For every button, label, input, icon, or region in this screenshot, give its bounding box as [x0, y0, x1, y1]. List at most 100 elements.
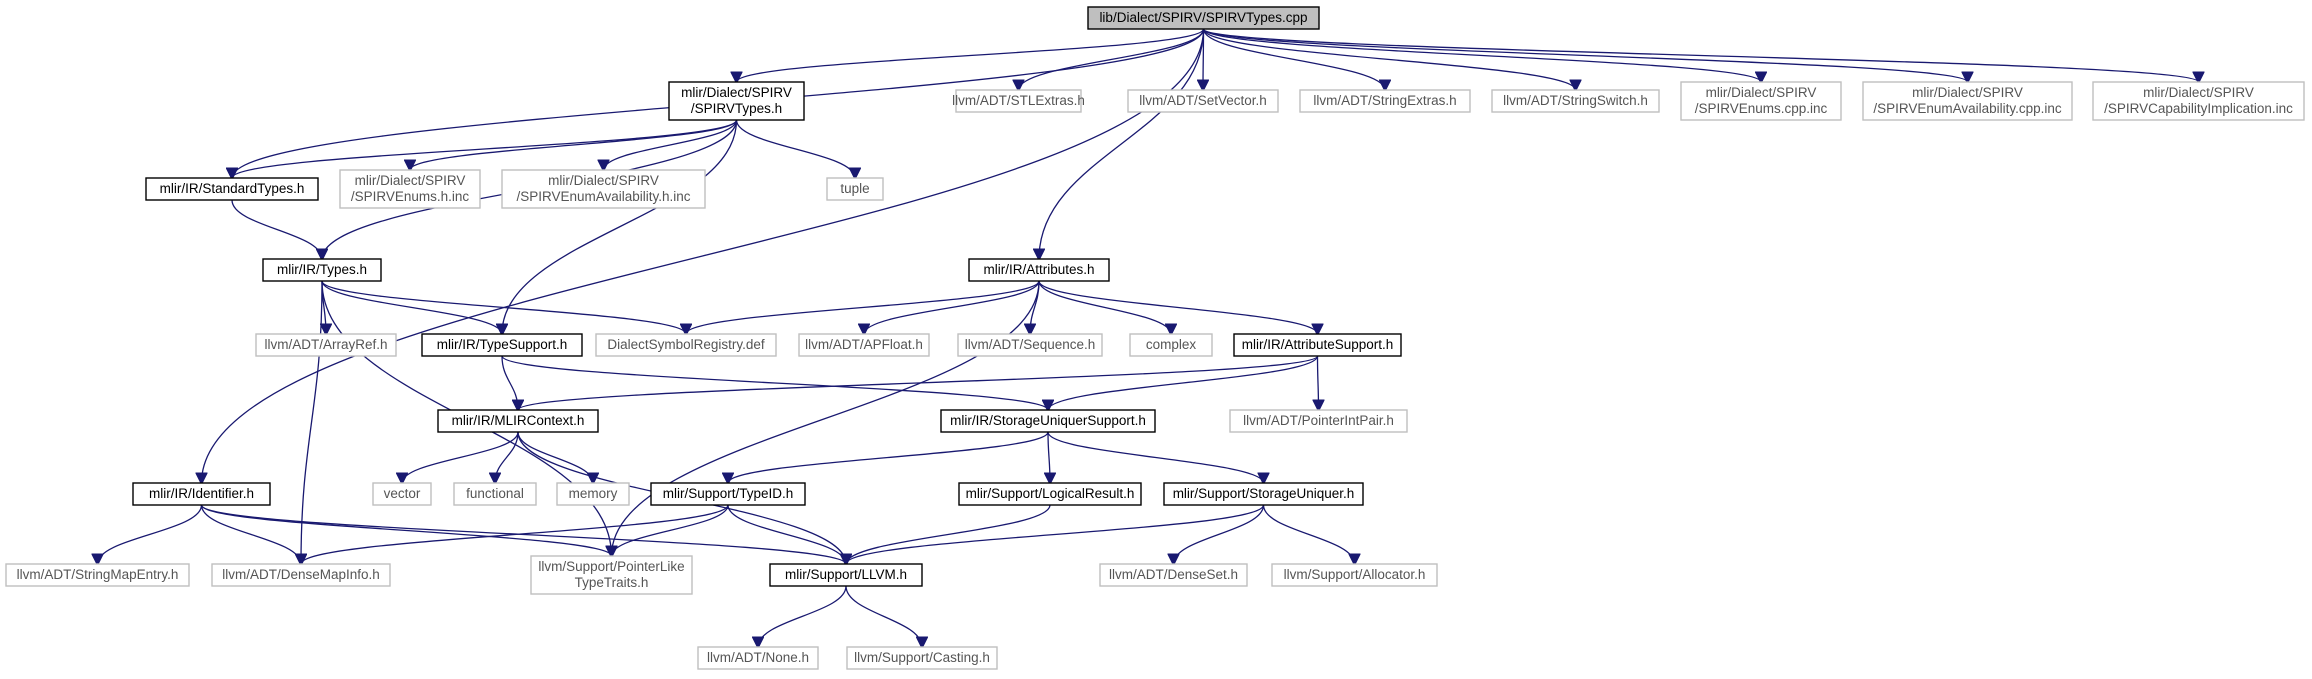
node-box: [1229, 409, 1408, 433]
node-arrayref[interactable]: llvm/ADT/ArrayRef.h: [255, 333, 397, 357]
node-enums-h-inc[interactable]: mlir/Dialect/SPIRV/SPIRVEnums.h.inc: [339, 169, 481, 209]
edge-root-to-stlextras: [1019, 28, 1205, 90]
node-label: mlir/Support/TypeID.h: [663, 486, 794, 501]
node-attributes-h[interactable]: mlir/IR/Attributes.h: [968, 258, 1110, 282]
node-box: [958, 482, 1142, 506]
edge-logicalresult-to-llvm_h: [846, 504, 1051, 564]
node-stringmapentry[interactable]: llvm/ADT/StringMapEntry.h: [5, 563, 190, 587]
edge-mlircontext-to-functional: [495, 431, 519, 483]
node-enumavail-cpp-inc[interactable]: mlir/Dialect/SPIRV/SPIRVEnumAvailability…: [1862, 81, 2073, 121]
node-label: lib/Dialect/SPIRV/SPIRVTypes.cpp: [1099, 10, 1307, 25]
edge-root-to-capimpl_inc: [1202, 28, 2199, 82]
node-memory[interactable]: memory: [556, 482, 630, 506]
node-label: /SPIRVEnums.cpp.inc: [1695, 101, 1828, 116]
node-label: mlir/Dialect/SPIRV: [681, 85, 792, 100]
edge-spirvtypes_h-to-standardtypes: [232, 119, 738, 178]
node-label: mlir/IR/StandardTypes.h: [160, 181, 305, 196]
node-capimpl-inc[interactable]: mlir/Dialect/SPIRV/SPIRVCapabilityImplic…: [2092, 81, 2305, 121]
edge-identifier-to-stringmapentry: [98, 504, 203, 564]
edge-spirvtypes_h-to-tuple: [735, 119, 856, 178]
node-allocator[interactable]: llvm/Support/Allocator.h: [1271, 563, 1438, 587]
node-box: [1099, 563, 1248, 587]
node-label: mlir/IR/AttributeSupport.h: [1242, 337, 1394, 352]
node-label: mlir/Support/LogicalResult.h: [966, 486, 1135, 501]
node-stlextras[interactable]: llvm/ADT/STLExtras.h: [952, 89, 1085, 113]
node-logicalresult[interactable]: mlir/Support/LogicalResult.h: [958, 482, 1142, 506]
edge-storageuniquer-to-llvm_h: [846, 504, 1265, 564]
node-sequence[interactable]: llvm/ADT/Sequence.h: [957, 333, 1103, 357]
node-vector[interactable]: vector: [372, 482, 432, 506]
node-llvm-h[interactable]: mlir/Support/LLVM.h: [769, 563, 923, 587]
node-label: llvm/Support/Casting.h: [854, 650, 990, 665]
edge-spirvtypes_h-to-typesupport: [502, 119, 738, 334]
node-dialectsymreg[interactable]: DialectSymbolRegistry.def: [595, 333, 777, 357]
node-label: mlir/Dialect/SPIRV: [2143, 85, 2254, 100]
node-types-h[interactable]: mlir/IR/Types.h: [262, 258, 382, 282]
node-box: [697, 646, 819, 670]
node-pointerintpair[interactable]: llvm/ADT/PointerIntPair.h: [1229, 409, 1408, 433]
node-denseset[interactable]: llvm/ADT/DenseSet.h: [1099, 563, 1248, 587]
edge-attrsupport-to-mlircontext: [518, 355, 1319, 410]
node-attrsupport[interactable]: mlir/IR/AttributeSupport.h: [1233, 333, 1402, 357]
node-box: [1271, 563, 1438, 587]
node-stringswitch[interactable]: llvm/ADT/StringSwitch.h: [1491, 89, 1660, 113]
node-box: [1491, 89, 1660, 113]
node-functional[interactable]: functional: [453, 482, 537, 506]
node-box: [1163, 482, 1364, 506]
node-box: [957, 333, 1103, 357]
node-storageuniqsupport[interactable]: mlir/IR/StorageUniquerSupport.h: [940, 409, 1156, 433]
node-box: [798, 333, 930, 357]
node-label: llvm/ADT/STLExtras.h: [952, 93, 1085, 108]
node-box: [5, 563, 190, 587]
edge-attributes_h-to-attrsupport: [1038, 280, 1318, 334]
node-label: complex: [1146, 337, 1197, 352]
node-box: [650, 482, 806, 506]
node-storageuniquer[interactable]: mlir/Support/StorageUniquer.h: [1163, 482, 1364, 506]
edge-storageuniqsupport-to-logicalresult: [1048, 431, 1050, 483]
node-box: [421, 333, 583, 357]
node-setvector[interactable]: llvm/ADT/SetVector.h: [1127, 89, 1279, 113]
node-enums-cpp-inc[interactable]: mlir/Dialect/SPIRV/SPIRVEnums.cpp.inc: [1680, 81, 1842, 121]
node-box: [255, 333, 397, 357]
node-box: [211, 563, 391, 587]
node-label: mlir/Dialect/SPIRV: [548, 173, 659, 188]
node-densemapinfo[interactable]: llvm/ADT/DenseMapInfo.h: [211, 563, 391, 587]
node-label: memory: [569, 486, 618, 501]
node-label: mlir/IR/StorageUniquerSupport.h: [950, 413, 1146, 428]
node-none[interactable]: llvm/ADT/None.h: [697, 646, 819, 670]
node-stringextras[interactable]: llvm/ADT/StringExtras.h: [1299, 89, 1471, 113]
node-root[interactable]: lib/Dialect/SPIRV/SPIRVTypes.cpp: [1087, 6, 1320, 30]
node-spirvtypes-h[interactable]: mlir/Dialect/SPIRV/SPIRVTypes.h: [668, 81, 805, 121]
edge-typesupport-to-storageuniqsupport: [501, 355, 1048, 410]
node-label: llvm/Support/PointerLike: [538, 559, 684, 574]
node-label: DialectSymbolRegistry.def: [607, 337, 765, 352]
node-box: [968, 258, 1110, 282]
node-complex[interactable]: complex: [1129, 333, 1213, 357]
node-box: [145, 177, 319, 201]
node-label: /SPIRVTypes.h: [691, 101, 782, 116]
node-label: mlir/Dialect/SPIRV: [355, 173, 466, 188]
node-identifier[interactable]: mlir/IR/Identifier.h: [132, 482, 271, 506]
edge-typeid-to-densemapinfo: [301, 504, 729, 564]
node-typeid[interactable]: mlir/Support/TypeID.h: [650, 482, 806, 506]
node-box: [668, 81, 805, 121]
node-standardtypes[interactable]: mlir/IR/StandardTypes.h: [145, 177, 319, 201]
edge-identifier-to-llvm_h: [200, 504, 847, 564]
node-mlircontext[interactable]: mlir/IR/MLIRContext.h: [437, 409, 599, 433]
node-label: /SPIRVEnumAvailability.h.inc: [516, 189, 690, 204]
edge-mlircontext-to-vector: [402, 431, 519, 483]
node-enumavail-h-inc[interactable]: mlir/Dialect/SPIRV/SPIRVEnumAvailability…: [501, 169, 706, 209]
node-label: mlir/IR/TypeSupport.h: [437, 337, 568, 352]
node-label: /SPIRVEnums.h.inc: [351, 189, 470, 204]
node-tuple[interactable]: tuple: [826, 177, 884, 201]
node-typesupport[interactable]: mlir/IR/TypeSupport.h: [421, 333, 583, 357]
node-box: [1680, 81, 1842, 121]
node-label: llvm/ADT/DenseSet.h: [1109, 567, 1238, 582]
node-apfloat[interactable]: llvm/ADT/APFloat.h: [798, 333, 930, 357]
node-casting[interactable]: llvm/Support/Casting.h: [846, 646, 998, 670]
edge-root-to-attributes_h: [1039, 28, 1205, 259]
node-label: llvm/ADT/None.h: [707, 650, 809, 665]
node-label: llvm/ADT/SetVector.h: [1139, 93, 1267, 108]
